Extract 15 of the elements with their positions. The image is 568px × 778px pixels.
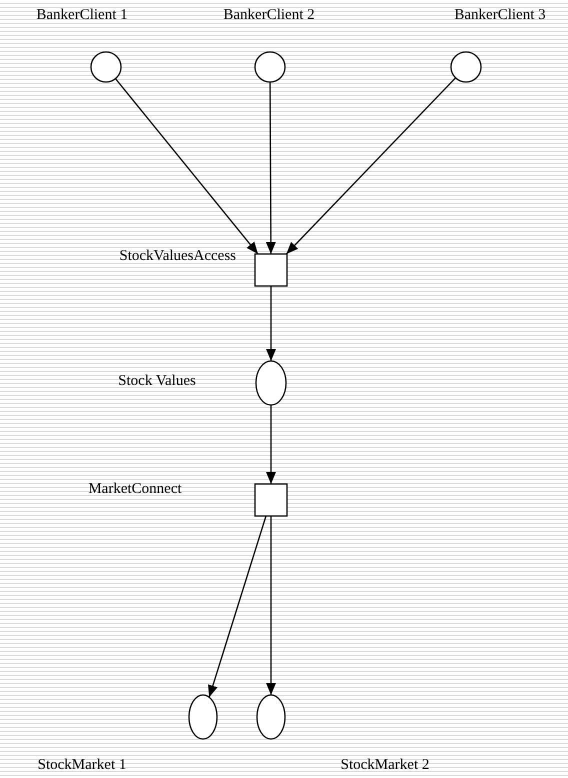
node-label: StockValuesAccess xyxy=(119,248,236,265)
node-label: BankerClient 3 xyxy=(454,7,546,24)
arrow xyxy=(266,286,276,361)
arrow xyxy=(266,82,276,254)
arrow xyxy=(286,77,456,254)
arrow xyxy=(114,78,258,254)
node-label: BankerClient 2 xyxy=(223,7,315,24)
node-label: Stock Values xyxy=(118,373,196,390)
node-label: StockMarket 1 xyxy=(38,757,126,774)
node-label: StockMarket 2 xyxy=(340,757,430,774)
node-label: BankerClient 1 xyxy=(36,7,128,24)
node-label: MarketConnect xyxy=(88,481,182,498)
arrow xyxy=(208,516,267,698)
arrow xyxy=(266,405,276,484)
arrow xyxy=(266,516,276,695)
